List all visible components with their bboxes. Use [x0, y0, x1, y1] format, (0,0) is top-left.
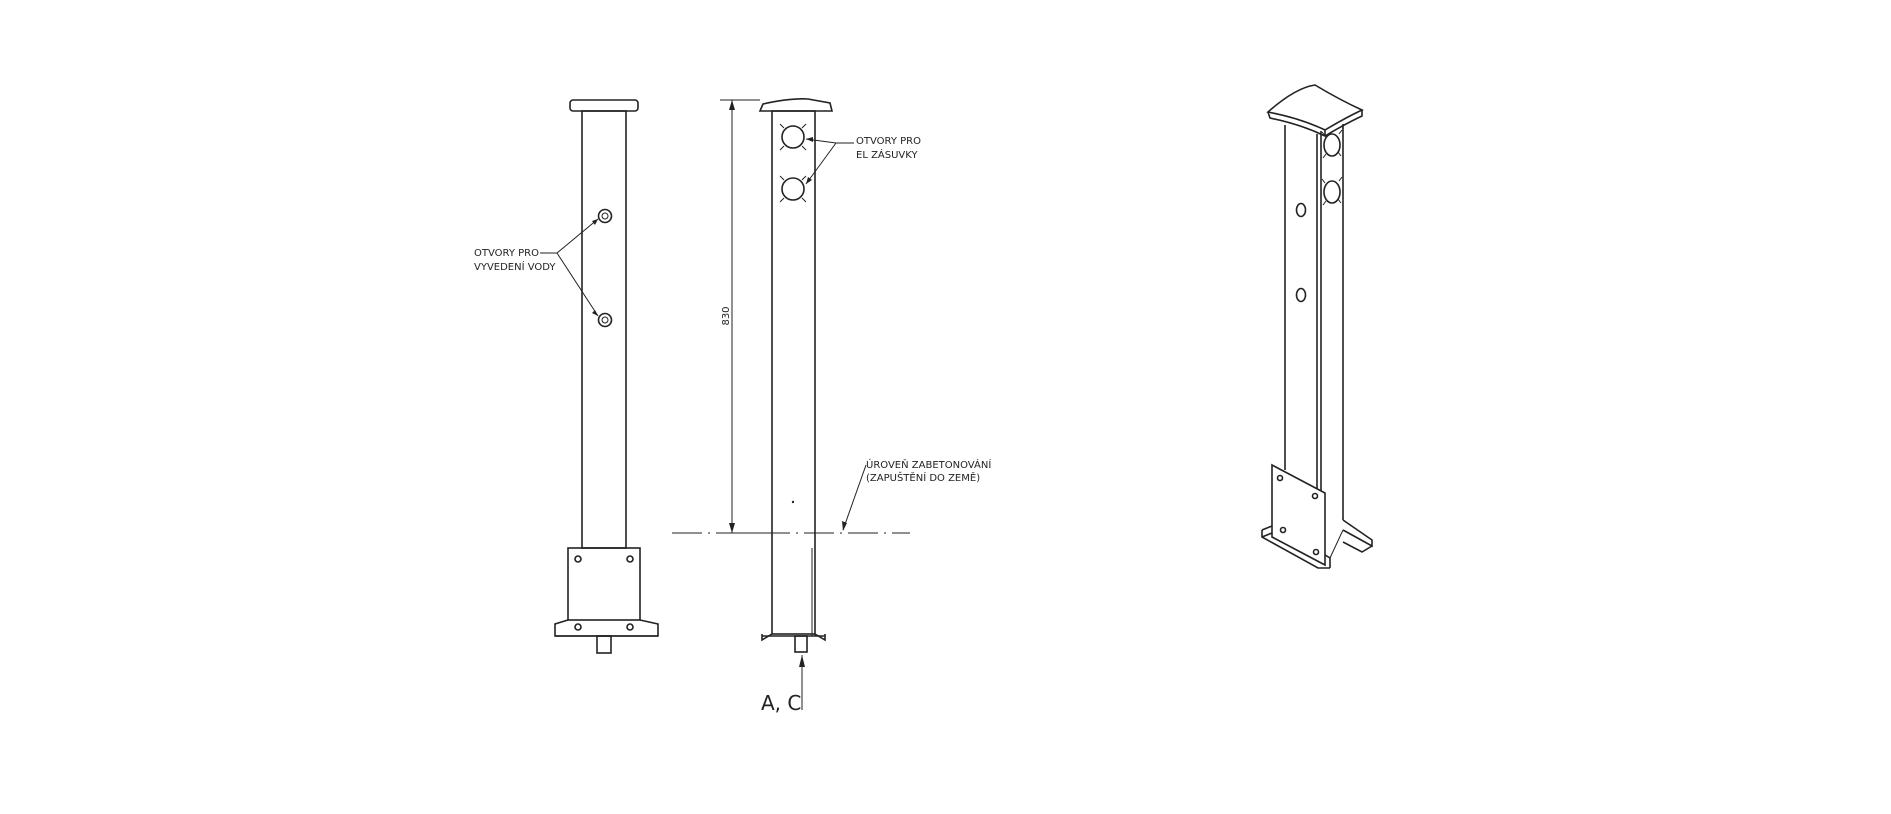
side-spigot — [794, 635, 808, 653]
side-view: 830 ÚROVEŇ ZABETONOVÁNÍ (ZAPUŠTĚNÍ DO ZE… — [672, 98, 991, 715]
section-ref-label: A, C — [761, 691, 801, 715]
concrete-level-label-line1: ÚROVEŇ ZABETONOVÁNÍ — [866, 458, 991, 471]
socket-holes-leader — [805, 138, 854, 144]
iso-water-hole-lower — [1295, 287, 1307, 303]
water-outlets-label-line1: OTVORY PRO — [474, 248, 539, 259]
front-cap — [569, 99, 639, 112]
front-post-body — [581, 110, 627, 549]
front-spigot — [596, 635, 612, 654]
side-post-body — [771, 110, 816, 635]
dimension-value: 830 — [721, 306, 732, 325]
iso-water-hole-upper — [1295, 202, 1307, 218]
water-outlets-leader — [540, 218, 599, 254]
front-water-hole-upper — [597, 208, 613, 224]
socket-hole-lower — [779, 175, 807, 203]
iso-socket-upper — [1321, 129, 1343, 159]
front-view: OTVORY PRO VYVEDENÍ VODY — [474, 99, 659, 654]
water-outlets-label-line2: VYVEDENÍ VODY — [474, 260, 556, 273]
iso-base-plate — [1271, 463, 1326, 567]
side-cap — [758, 98, 834, 112]
front-water-hole-lower — [597, 312, 613, 328]
socket-holes-label-line1: OTVORY PRO — [856, 136, 921, 147]
isometric-view — [1261, 84, 1373, 569]
concrete-level-label-line2: (ZAPUŠTĚNÍ DO ZEMĚ) — [866, 471, 980, 484]
socket-holes-label-line2: EL ZÁSUVKY — [856, 148, 918, 161]
front-base-plate — [567, 547, 641, 621]
iso-socket-lower — [1321, 176, 1343, 206]
socket-hole-upper — [779, 123, 807, 151]
